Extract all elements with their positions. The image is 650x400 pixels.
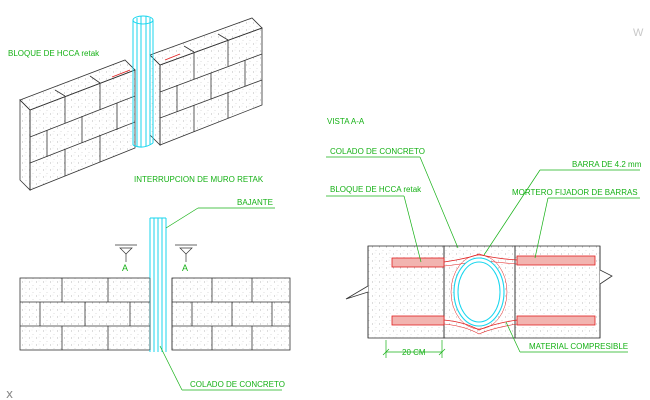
leader-mortero xyxy=(534,197,640,259)
label-interrupcion-muro: INTERRUPCION DE MURO RETAK xyxy=(134,175,264,184)
leader-barra xyxy=(483,169,640,256)
right-wall-end-face xyxy=(149,54,161,146)
break-symbol-right xyxy=(599,246,613,338)
right-bar-accent xyxy=(164,53,181,61)
dimension-20cm xyxy=(382,340,446,358)
label-bloque-right: BLOQUE DE HCCA retak xyxy=(330,185,422,194)
section-marker-right xyxy=(175,244,197,262)
label-vista-a-a: VISTA A-A xyxy=(327,117,365,126)
elevation-downpipe xyxy=(149,217,167,352)
label-barra: BARRA DE 4.2 mm xyxy=(572,160,642,169)
leader-material xyxy=(505,321,628,353)
left-wall-joints xyxy=(29,75,136,176)
bar-bottom-left xyxy=(391,315,445,326)
corner-watermark-text: W xyxy=(633,27,644,39)
bar-top-left xyxy=(391,257,445,268)
label-mortero: MORTERO FIJADOR DE BARRAS xyxy=(512,188,638,197)
leader-bajante xyxy=(165,207,275,229)
leader-colado-right xyxy=(326,156,459,249)
bar-top-right xyxy=(516,255,596,266)
leader-bloque-right xyxy=(326,195,422,263)
section-view xyxy=(345,245,613,339)
bar-curve-bottom xyxy=(443,319,518,331)
bar-curve-top xyxy=(443,253,518,263)
leader-colado-bottom xyxy=(159,345,282,391)
bar-curve-bottom-2 xyxy=(443,323,518,335)
label-bajante: BAJANTE xyxy=(237,198,273,207)
left-wall-end-face xyxy=(19,99,31,191)
elevation-wall-view xyxy=(19,277,291,351)
left-bar-accent xyxy=(111,69,131,78)
isometric-downpipe xyxy=(132,15,154,148)
section-label-a-right: A xyxy=(182,263,188,273)
section-marker-left xyxy=(115,244,137,262)
label-colado-bottom: COLADO DE CONCRETO xyxy=(190,380,285,389)
bar-bottom-right xyxy=(516,315,596,326)
section-pipe-inner xyxy=(457,261,501,323)
label-dimension-20cm: 20 CM xyxy=(402,348,426,357)
label-bloque-hcca-top: BLOQUE DE HCCA retak xyxy=(8,49,100,58)
break-symbol-left xyxy=(345,246,369,338)
section-compressible-ring xyxy=(450,254,508,330)
section-pipe-outer xyxy=(453,257,505,327)
label-material-compresible: MATERIAL COMPRESIBLE xyxy=(529,342,628,351)
label-colado-right: COLADO DE CONCRETO xyxy=(330,147,425,156)
right-wall-joints xyxy=(159,33,263,132)
cursor-crosshair-icon: x xyxy=(6,387,13,400)
section-label-a-left: A xyxy=(122,263,128,273)
